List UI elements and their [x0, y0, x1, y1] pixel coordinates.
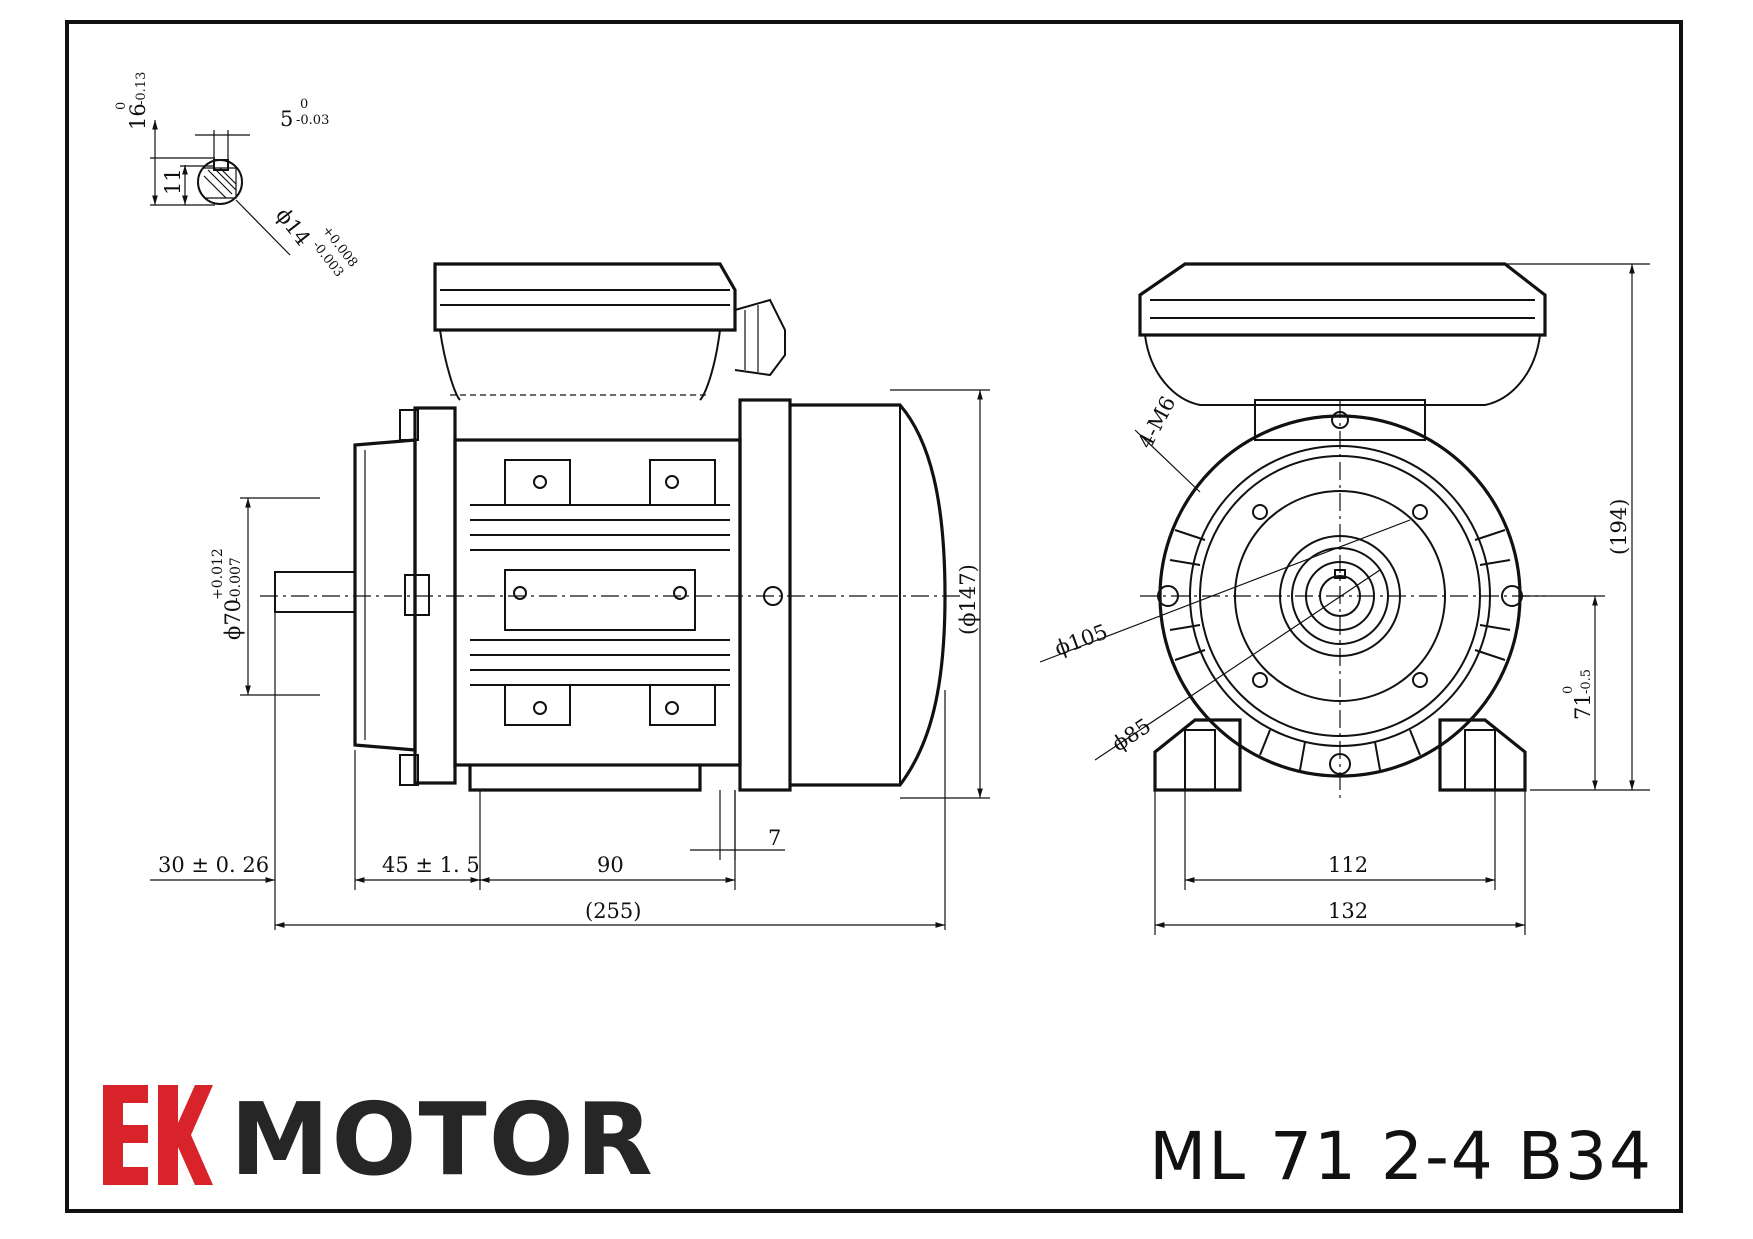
keyway-diameter: ϕ14 [271, 203, 315, 250]
body-diameter: (ϕ147) [956, 564, 980, 635]
foot-hole-spacing: 112 [1328, 853, 1368, 877]
keyway-detail: 16 0 -0.13 5 0 -0.03 11 ϕ14 +0.008 -0.00… [114, 72, 360, 281]
pcd-inner: ϕ85 [1108, 714, 1155, 756]
shaft-length: 30 ± 0. 26 [158, 853, 269, 877]
spigot-diameter: ϕ70 [221, 599, 245, 640]
keyway-height-tol-lower: -0.13 [134, 72, 149, 105]
foot-spacing: 90 [597, 853, 624, 877]
keyway-width: 5 [280, 107, 293, 131]
bolt-label: 4-M6 [1133, 392, 1180, 452]
brand-name: MOTOR [230, 1081, 655, 1198]
pcd-outer: ϕ105 [1052, 620, 1111, 661]
overall-length: (255) [585, 899, 641, 923]
spigot-tol-lower: -0.007 [228, 557, 244, 602]
foot-thickness: 7 [768, 826, 781, 850]
side-view: ϕ70 +0.012 -0.007 (ϕ147) 30 ± 0. 26 45 ±… [150, 262, 990, 930]
shaft-height-tol-lower: -0.5 [1579, 669, 1594, 694]
keyway-width-tol-upper: 0 [300, 97, 308, 112]
overall-height: (194) [1607, 499, 1631, 555]
flange-to-foot: 45 ± 1. 5 [382, 853, 480, 877]
model-number: ML 71 2-4 B34 [1149, 1118, 1653, 1195]
shaft-height-tol-upper: 0 [1561, 686, 1576, 694]
shaft-height: 71 [1571, 693, 1595, 720]
keyway-depth: 11 [161, 168, 185, 195]
spigot-tol-upper: +0.012 [210, 548, 226, 600]
end-view: 4-M6 ϕ105 ϕ85 (194) 71 0 -0.5 112 132 [1039, 262, 1650, 935]
foot-width: 132 [1328, 899, 1368, 923]
keyway-height-tol-upper: 0 [114, 102, 129, 110]
keyway-height: 16 [126, 103, 150, 130]
keyway-width-tol-lower: -0.03 [296, 113, 329, 128]
drawing-frame [65, 20, 1683, 1213]
brand-logo-mark [103, 1085, 213, 1185]
